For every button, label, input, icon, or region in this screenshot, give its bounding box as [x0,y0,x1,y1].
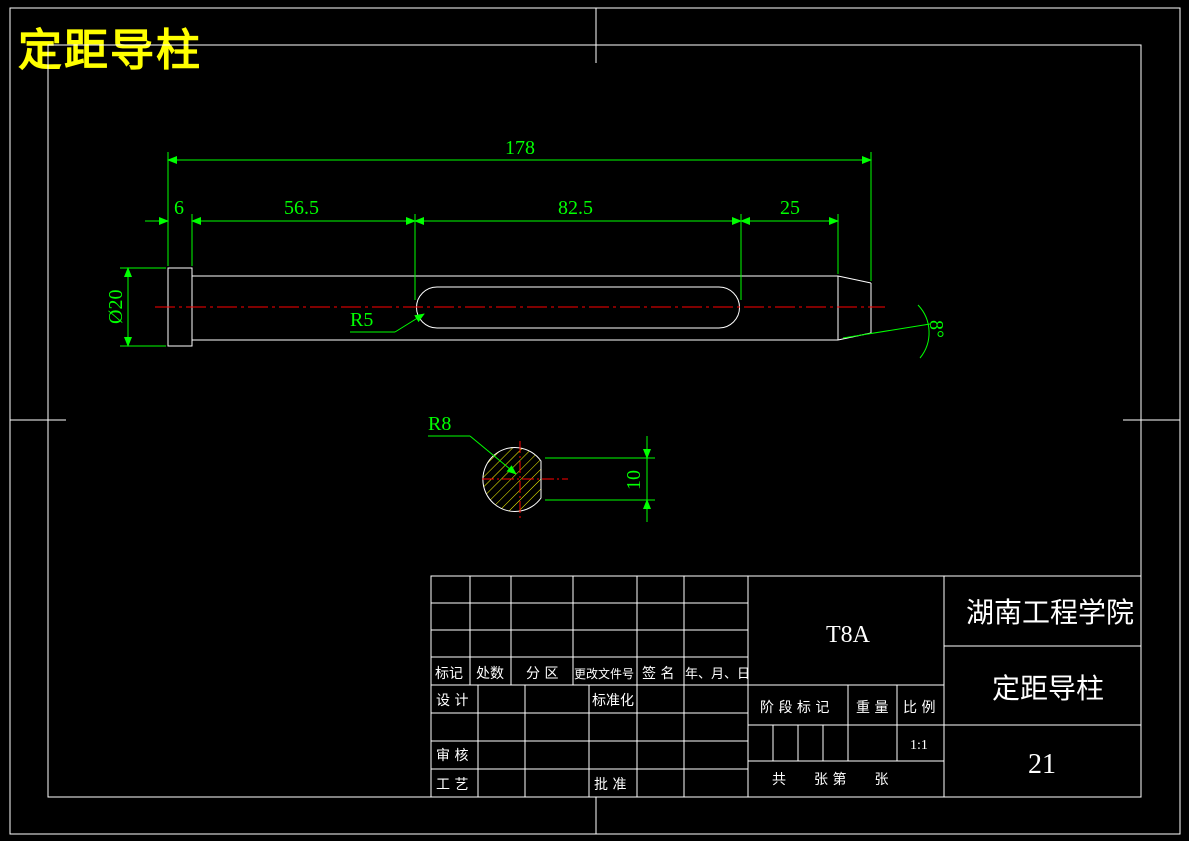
tb-zone-label: 分 区 [526,666,558,682]
tb-count-label: 处数 [476,666,504,682]
dim-head-length: 6 [174,197,184,219]
tb-standardize-label: 标准化 [592,693,634,709]
tb-sign-label: 签 名 [642,665,674,682]
tb-process-label: 工 艺 [436,777,468,793]
tb-sheets: 共 张 第 张 [772,771,888,788]
title-block-grid [430,575,1142,798]
dim-overall-length: 178 [505,137,535,159]
dim-section-radius: R8 [428,413,451,435]
tb-school: 湖南工程学院 [966,596,1134,629]
dim-diameter: Ø20 [105,290,127,324]
tb-scale-label: 比 例 [903,700,935,716]
tb-date-label: 年、月、日 [685,667,750,682]
dim-seg-end: 25 [780,197,800,219]
section-dimensions [428,435,655,522]
dim-slot-length: 82.5 [558,197,593,219]
tb-part-name: 定距导柱 [992,672,1104,705]
dim-section-width: 10 [623,470,645,490]
part-front-view [167,267,872,347]
dim-seg1: 56.5 [284,197,319,219]
tb-material: T8A [826,622,871,648]
dim-slot-radius: R5 [350,309,373,331]
tb-scale: 1:1 [910,738,928,753]
tb-change-doc-label: 更改文件号 [574,666,634,681]
sheet-border [9,7,1181,835]
tb-weight-label: 重 量 [856,700,888,716]
tb-design-label: 设 计 [436,693,468,709]
tb-stage-mark-label: 阶 段 标 记 [760,700,829,716]
slot-outline [416,286,740,329]
tb-review-label: 审 核 [436,748,468,764]
dimension-lines [120,152,931,359]
dim-taper-angle: 8° [925,320,947,338]
tb-approve-label: 批 准 [594,777,626,793]
tb-mark-label: 标记 [435,666,463,682]
section-view [482,441,568,520]
tb-drawing-no: 21 [1028,749,1056,780]
